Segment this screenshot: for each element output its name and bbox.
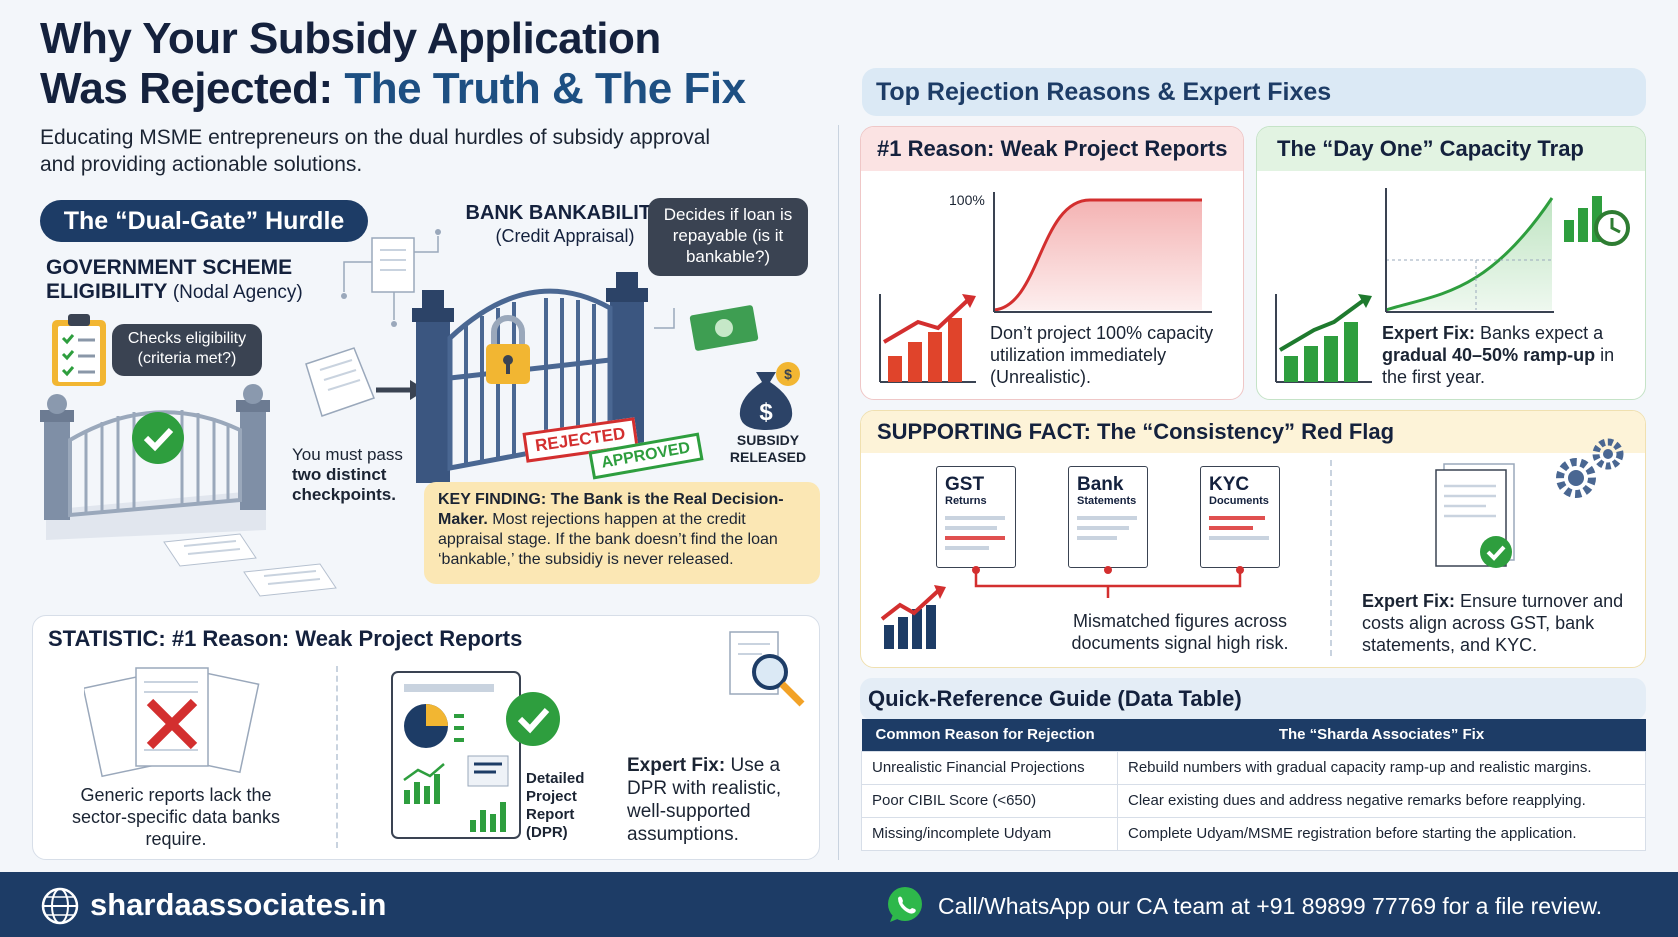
capacity-trap-card: The “Day One” Capacity Trap [1256, 126, 1646, 400]
table-cell-fix: Complete Udyam/MSME registration before … [1117, 816, 1646, 851]
consistency-card-title: SUPPORTING FACT: The “Consistency” Red F… [861, 411, 1645, 453]
gst-doc-sub: Returns [945, 495, 987, 507]
eligibility-bubble: Checks eligibility (criteria met?) [112, 324, 262, 376]
guide-table: Common Reason for Rejection The “Sharda … [861, 719, 1646, 851]
dpr-report-icon [391, 671, 521, 839]
footer-bar [0, 872, 1678, 937]
bank-label-text: BANK BANKABILITY [465, 202, 665, 224]
consistency-fix-text: Ensure turnover and costs align across G… [1362, 591, 1624, 655]
gov-label-sub: (Nodal Agency) [172, 282, 303, 303]
top-reasons-header: Top Rejection Reasons & Expert Fixes [862, 68, 1646, 116]
title-line-2a: Was Rejected: [40, 64, 345, 113]
dual-gate-pill: The “Dual-Gate” Hurdle [40, 200, 368, 242]
weak-reports-card-title: #1 Reason: Weak Project Reports [861, 127, 1243, 171]
globe-icon [41, 887, 79, 925]
pass-checkpoints-text: You must pass two distinct checkpoints. [292, 445, 432, 505]
capacity-trap-text: Expert Fix: Banks expect a gradual 40–50… [1382, 322, 1642, 388]
table-row: Missing/incomplete Udyam Complete Udyam/… [861, 816, 1646, 851]
page-subtitle: Educating MSME entrepreneurs on the dual… [40, 126, 711, 176]
key-finding-bold: KEY FINDING: The Bank is the Real Decisi… [438, 491, 784, 528]
government-gate-illustration [40, 384, 270, 540]
magnifier-icon [729, 631, 805, 707]
table-header-reason: Common Reason for Rejection [861, 719, 1118, 751]
generic-reports-text: Generic reports lack the sector-specific… [71, 785, 281, 849]
table-row: Poor CIBIL Score (<650) Clear existing d… [861, 783, 1646, 818]
key-finding-box: KEY FINDING: The Bank is the Real Decisi… [424, 482, 820, 584]
capacity-fix-c: in the first year. [1382, 345, 1615, 387]
money-bag-icon: $ $ [739, 362, 800, 430]
table-cell-reason: Unrealistic Financial Projections [861, 750, 1118, 785]
table-header-row: Common Reason for Rejection The “Sharda … [861, 719, 1646, 751]
guide-title: Quick-Reference Guide (Data Table) [860, 678, 1646, 720]
capacity-fix-b: gradual 40–50% ramp-up [1382, 345, 1596, 365]
rejected-reports-icon [84, 667, 260, 778]
call-to-action[interactable]: Call/WhatsApp our CA team at +91 89899 7… [938, 893, 1603, 919]
consistency-expert-fix: Expert Fix: Ensure turnover and costs al… [1362, 590, 1632, 656]
gst-document: GST Returns [936, 466, 1016, 568]
document-arrow-icon [305, 347, 426, 417]
cash-icon [654, 305, 759, 351]
table-row: Unrealistic Financial Projections Rebuil… [861, 750, 1646, 785]
consistency-fix-bold: Expert Fix: [1362, 591, 1456, 611]
bank-doc-title: Bank [1077, 474, 1124, 495]
svg-text:$: $ [784, 366, 792, 382]
bank-doc-sub: Statements [1077, 495, 1137, 507]
table-header-fix: The “Sharda Associates” Fix [1117, 719, 1646, 751]
column-divider [838, 125, 839, 860]
title-line-1: Why Your Subsidy Application [40, 14, 661, 63]
pass-text-b: two distinct checkpoints. [292, 465, 396, 504]
table-cell-fix: Rebuild numbers with gradual capacity ra… [1117, 750, 1646, 785]
dpr-fix-text: Use a DPR with realistic, well-supported… [627, 755, 782, 845]
mismatch-connector-lines [972, 566, 1244, 598]
svg-text:$: $ [759, 399, 773, 426]
document-papers-icon [163, 533, 337, 597]
subsidy-released-label: SUBSIDY RELEASED [729, 432, 807, 465]
table-cell-fix: Clear existing dues and address negative… [1117, 783, 1646, 818]
bankable-bubble: Decides if loan is repayable (is it bank… [648, 198, 808, 276]
kyc-doc-title: KYC [1209, 474, 1250, 495]
bank-statements-document: Bank Statements [1068, 466, 1148, 568]
kyc-document: KYC Documents [1200, 466, 1280, 568]
red-bar-chart-icon [879, 294, 976, 383]
dpr-fix-bold: Expert Fix: [627, 755, 726, 776]
capacity-fix-bold: Expert Fix: [1382, 323, 1476, 343]
ramp-curve-chart-icon [1385, 188, 1554, 313]
network-document-icon [341, 229, 441, 327]
dpr-label: Detailed Project Report (DPR) [526, 770, 585, 841]
risk-chart-icon [880, 585, 946, 649]
capacity-fix-a: Banks expect a [1475, 323, 1604, 343]
statistic-title: STATISTIC: #1 Reason: Weak Project Repor… [48, 626, 523, 651]
hundred-percent-label: 100% [949, 192, 985, 208]
table-cell-reason: Missing/incomplete Udyam [861, 816, 1118, 851]
gov-label-text: GOVERNMENT SCHEME ELIGIBILITY [46, 256, 293, 303]
page-title: Why Your Subsidy Application Was Rejecte… [40, 14, 800, 114]
pass-text-a: You must pass [292, 445, 403, 464]
website-link[interactable]: shardaassociates.in [90, 887, 387, 922]
title-line-2b: The Truth & The Fix [344, 64, 746, 113]
statistic-divider [336, 666, 338, 848]
verified-documents-icon [1435, 463, 1515, 568]
checklist-icon [52, 314, 106, 386]
key-finding-text: Most rejections happen at the credit app… [438, 511, 778, 568]
dpr-expert-fix: Expert Fix: Use a DPR with realistic, we… [627, 754, 807, 846]
clock-chart-icon [1564, 196, 1630, 246]
bank-gate-illustration [412, 272, 648, 483]
capacity-trap-card-title: The “Day One” Capacity Trap [1257, 127, 1645, 171]
gears-icon [1556, 438, 1624, 498]
s-curve-chart-icon [993, 192, 1212, 313]
bank-bankability-label: BANK BANKABILITY (Credit Appraisal) [450, 202, 680, 248]
bank-label-sub: (Credit Appraisal) [495, 226, 635, 246]
consistency-divider [1330, 460, 1332, 656]
mismatch-text: Mismatched figures across documents sign… [1071, 611, 1289, 653]
weak-reports-text: Don’t project 100% capacity utilization … [990, 323, 1214, 387]
gst-doc-title: GST [945, 474, 985, 495]
green-bar-chart-icon [1275, 294, 1372, 383]
approved-check-icon [506, 692, 560, 746]
gov-eligibility-label: GOVERNMENT SCHEME ELIGIBILITY (Nodal Age… [46, 256, 366, 305]
kyc-doc-sub: Documents [1209, 495, 1269, 507]
whatsapp-icon [888, 887, 922, 922]
table-cell-reason: Poor CIBIL Score (<650) [861, 783, 1118, 818]
